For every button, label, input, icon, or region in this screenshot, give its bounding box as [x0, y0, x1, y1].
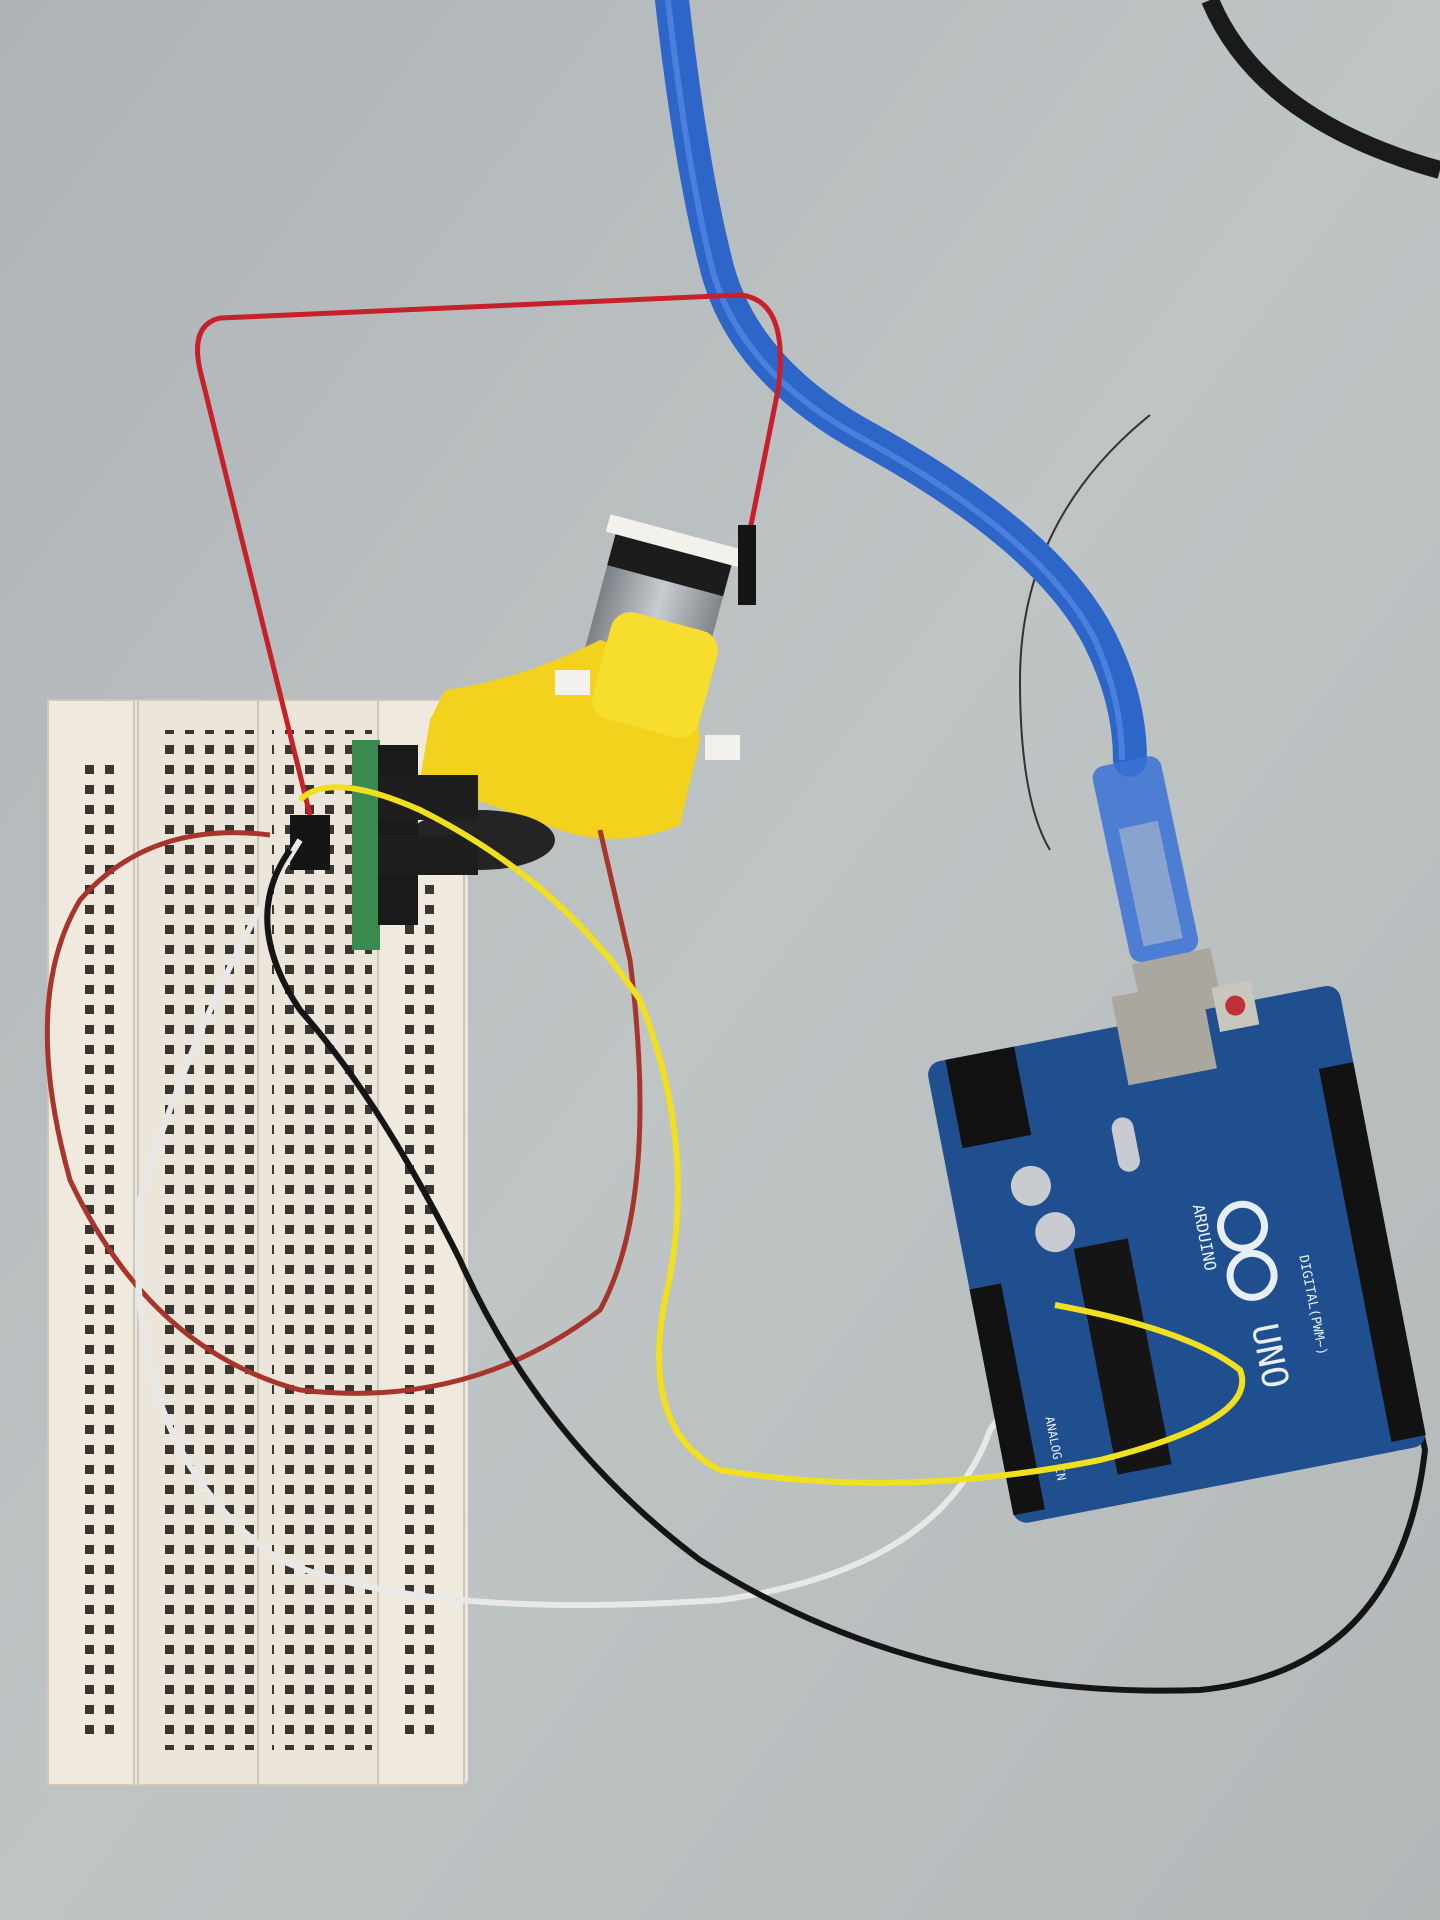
reset-button[interactable] [1224, 994, 1247, 1017]
motor-connector [738, 525, 756, 605]
optical-encoder-sensor [352, 740, 478, 950]
black-cable [1201, 0, 1440, 179]
arduino-logo [1217, 1200, 1278, 1301]
usb-cable-highlight [665, 0, 1125, 761]
hair-strand [1018, 414, 1151, 851]
red-wire-loop [44, 829, 643, 1396]
capacitor-1 [1010, 1165, 1051, 1206]
crystal-oscillator [1111, 1117, 1140, 1172]
capacitor-2 [1035, 1212, 1076, 1253]
black-wire [264, 848, 1429, 1694]
yellow-wire [297, 784, 1246, 1486]
dc-gear-motor [420, 514, 756, 839]
power-jack [945, 1046, 1032, 1149]
analog-header [969, 1283, 1045, 1516]
white-wire [134, 838, 1058, 1608]
arduino-uno-board: ARDUINO UNO DIGITAL(PWM~) ANALOG IN [928, 979, 1426, 1523]
digital-header [1318, 1062, 1426, 1442]
atmega-chip [1073, 1238, 1172, 1475]
usb-port [1111, 979, 1217, 1086]
red-wire-motor [195, 292, 783, 816]
left-terminal-strip [160, 730, 260, 1750]
breadboard [47, 699, 468, 1786]
